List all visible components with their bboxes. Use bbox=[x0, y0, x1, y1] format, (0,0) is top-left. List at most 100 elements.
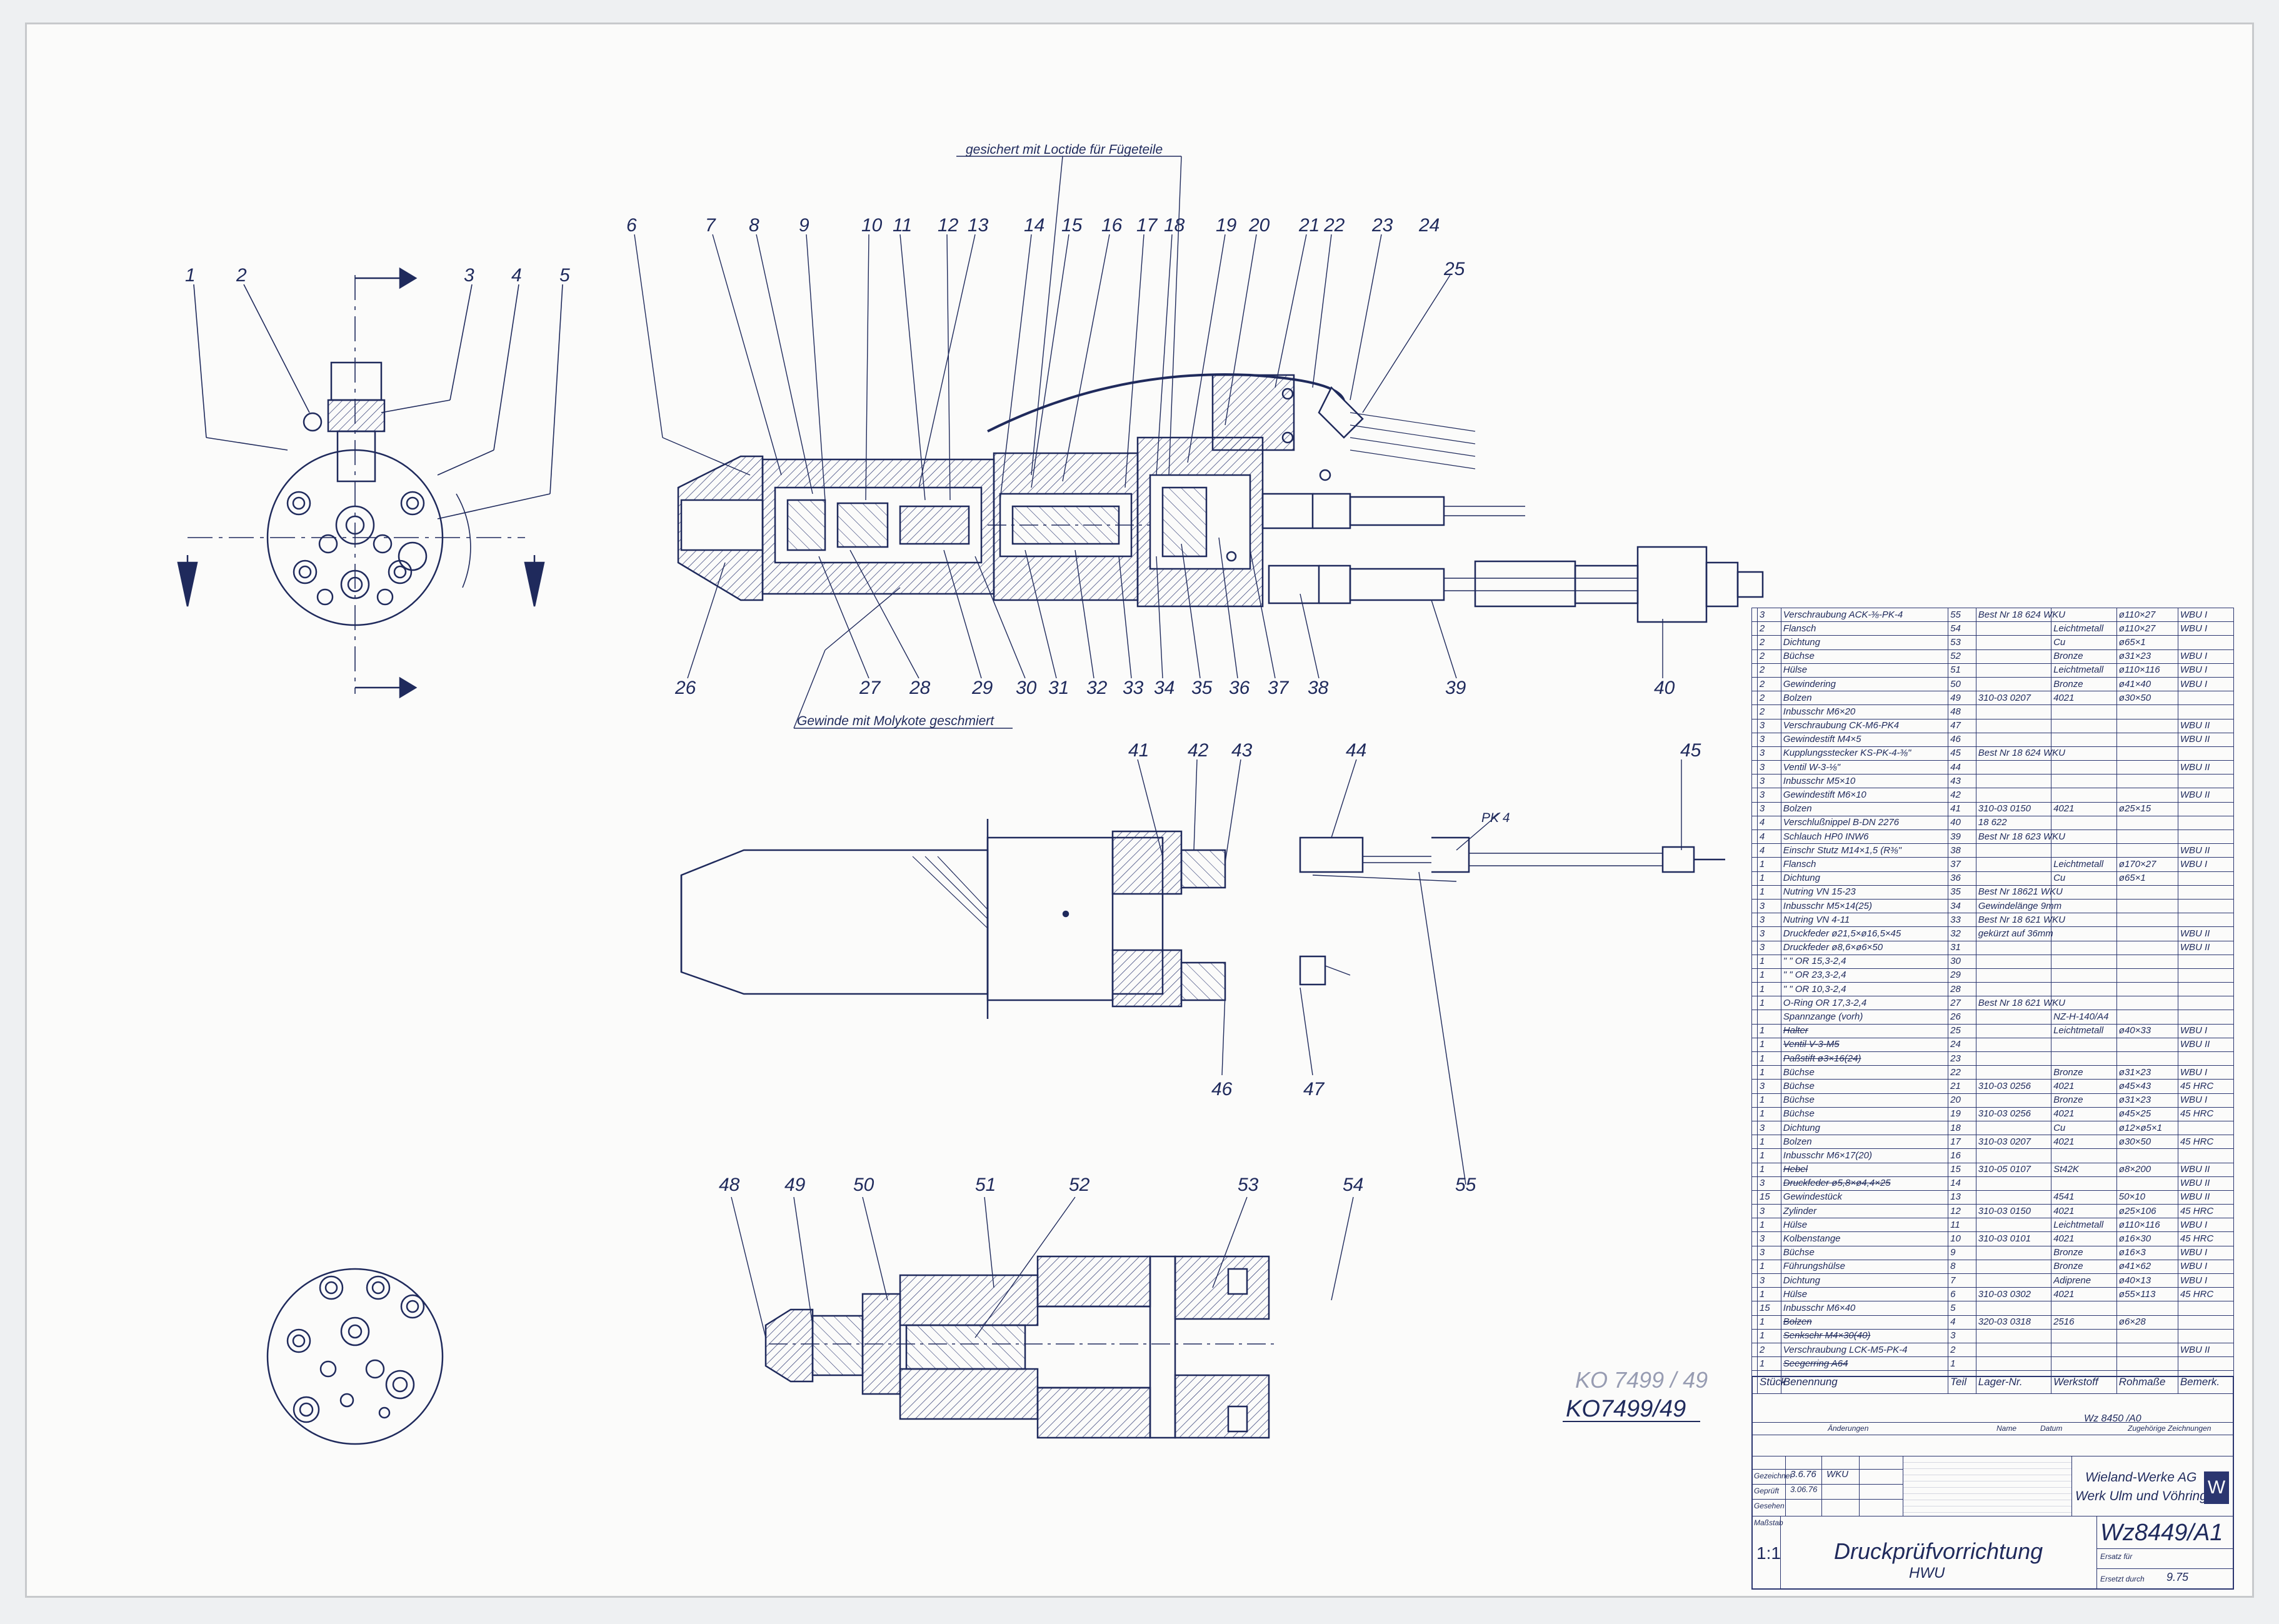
cell-werkstoff bbox=[2051, 1051, 2117, 1066]
cell-werkstoff: Leichtmetall bbox=[2051, 663, 2117, 678]
cell-name: Druckfeder ø21,5×ø16,5×45 bbox=[1780, 926, 1949, 941]
cell-lager bbox=[1975, 871, 2052, 886]
cell-werkstoff: Leichtmetall bbox=[2051, 1023, 2117, 1038]
callout-section_bottom-9: 35 bbox=[1191, 678, 1213, 698]
cell-name: Dichtung bbox=[1780, 871, 1949, 886]
gezeichnet-label: Gezeichnet bbox=[1754, 1471, 1792, 1480]
cell-werkstoff: Bronze bbox=[2051, 1245, 2117, 1260]
row-mark bbox=[1751, 774, 1758, 789]
cell-name: Flansch bbox=[1780, 857, 1949, 872]
cell-lager bbox=[1975, 1176, 2052, 1191]
row-mark bbox=[1751, 704, 1758, 719]
row-mark bbox=[1751, 857, 1758, 872]
cell-bem bbox=[2177, 871, 2235, 886]
cell-werkstoff bbox=[2051, 1356, 2117, 1371]
cell-lager bbox=[1975, 1356, 2052, 1371]
legal-notice bbox=[1903, 1456, 2072, 1516]
datum-label: Datum bbox=[2040, 1424, 2063, 1433]
cell-lager: 310-03 0256 bbox=[1975, 1079, 2052, 1094]
cell-qty: 3 bbox=[1756, 1273, 1781, 1288]
cell-bem: 45 HRC bbox=[2177, 1135, 2235, 1150]
cell-lager bbox=[1975, 1093, 2052, 1108]
cell-bem bbox=[2177, 829, 2235, 845]
cell-lager bbox=[1975, 704, 2052, 719]
cell-qty: 3 bbox=[1756, 913, 1781, 928]
callout-side_view-0: 41 bbox=[1128, 740, 1149, 761]
cell-lager bbox=[1975, 663, 2052, 678]
callout-section_bottom-13: 39 bbox=[1445, 678, 1466, 698]
cell-qty: 3 bbox=[1756, 718, 1781, 733]
cell-rohmasse: ø31×23 bbox=[2116, 1093, 2178, 1108]
cell-bem bbox=[2177, 968, 2235, 983]
cell-rohmasse: 50×10 bbox=[2116, 1190, 2178, 1205]
cell-bem bbox=[2177, 774, 2235, 789]
cell-bem: 45 HRC bbox=[2177, 1231, 2235, 1246]
cell-qty: 3 bbox=[1756, 1204, 1781, 1219]
cell-lager bbox=[1975, 718, 2052, 733]
cell-lager bbox=[1975, 1342, 2052, 1358]
row-mark bbox=[1751, 1356, 1758, 1371]
cell-qty: 2 bbox=[1756, 649, 1781, 664]
cell-rohmasse bbox=[2116, 774, 2178, 789]
cell-lager: 320-03 0318 bbox=[1975, 1315, 2052, 1330]
row-mark bbox=[1751, 621, 1758, 636]
cell-lager bbox=[1975, 843, 2052, 858]
cell-name: " " OR 10,3-2,4 bbox=[1780, 982, 1949, 997]
cell-bem: 45 HRC bbox=[2177, 1287, 2235, 1302]
gesehen-label: Gesehen bbox=[1754, 1501, 1785, 1510]
cell-bem bbox=[2177, 1051, 2235, 1066]
cell-lager bbox=[1975, 940, 2052, 955]
cell-rohmasse: ø12×ø5×1 bbox=[2116, 1120, 2178, 1136]
cell-bem: WBU II bbox=[2177, 843, 2235, 858]
cell-name: Spannzange (vorh) bbox=[1780, 1010, 1949, 1025]
cell-lager bbox=[1975, 1301, 2052, 1316]
cell-qty: 1 bbox=[1756, 857, 1781, 872]
cell-lager bbox=[1975, 1148, 2052, 1163]
cell-bem bbox=[2177, 898, 2235, 914]
cell-werkstoff: Cu bbox=[2051, 871, 2117, 886]
cell-pos: 28 bbox=[1948, 982, 1976, 997]
cell-rohmasse: ø8×200 bbox=[2116, 1162, 2178, 1177]
header-qty: Stück bbox=[1756, 1370, 1786, 1395]
cell-lager bbox=[1975, 621, 2052, 636]
callout-section_bottom-5: 31 bbox=[1048, 678, 1069, 698]
row-mark bbox=[1751, 607, 1758, 623]
zugehoerige-label: Zugehörige Zeichnungen bbox=[2128, 1424, 2211, 1433]
cell-bem: WBU II bbox=[2177, 1176, 2235, 1191]
row-mark bbox=[1751, 1287, 1758, 1302]
cell-pos: 10 bbox=[1948, 1231, 1976, 1246]
cell-pos: 22 bbox=[1948, 1065, 1976, 1080]
cell-name: O-Ring OR 17,3-2,4 bbox=[1780, 996, 1949, 1011]
row-mark bbox=[1751, 1065, 1758, 1080]
cell-bem: WBU II bbox=[2177, 1162, 2235, 1177]
callout-section_top-7: 13 bbox=[968, 215, 989, 236]
cell-rohmasse bbox=[2116, 954, 2178, 969]
cell-pos: 27 bbox=[1948, 996, 1976, 1011]
cell-pos: 13 bbox=[1948, 1190, 1976, 1205]
cell-pos: 17 bbox=[1948, 1135, 1976, 1150]
cell-werkstoff: Cu bbox=[2051, 635, 2117, 650]
cell-qty: 3 bbox=[1756, 760, 1781, 775]
cell-werkstoff: 4021 bbox=[2051, 1135, 2117, 1150]
cell-rohmasse bbox=[2116, 885, 2178, 900]
row-mark bbox=[1751, 788, 1758, 803]
cell-werkstoff: 4021 bbox=[2051, 1287, 2117, 1302]
cell-pos: 46 bbox=[1948, 732, 1976, 747]
cell-bem: WBU II bbox=[2177, 926, 2235, 941]
